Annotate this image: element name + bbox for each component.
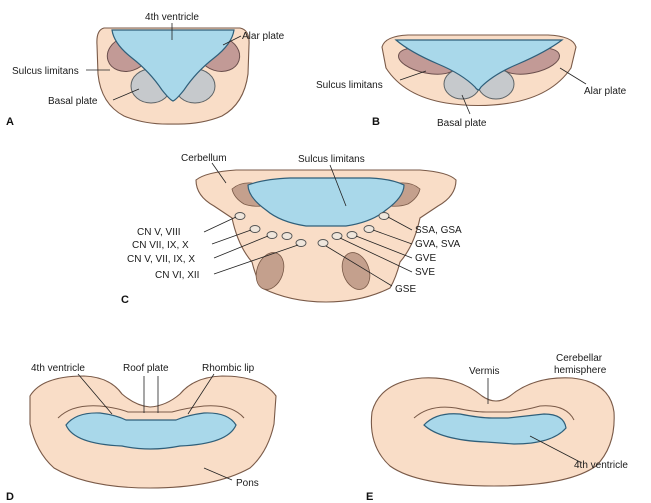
panel-a-sulcus-label: Sulcus limitans (12, 66, 79, 77)
panel-c-gse-label: GSE (395, 284, 416, 295)
panel-c-nucleus-gve-left (267, 232, 277, 239)
panel-c-nucleus-ssa-left (235, 213, 245, 220)
panel-e-letter: E (366, 491, 373, 503)
panel-a: 4th ventricle Alar plate Sulcus limitans… (6, 12, 285, 128)
panel-e-vermis-label: Vermis (469, 366, 500, 377)
panel-e-hemisphere-label-1: Cerebellar (556, 353, 603, 364)
panel-b-sulcus-label: Sulcus limitans (316, 80, 383, 91)
panel-a-alar-label: Alar plate (242, 31, 285, 42)
panel-a-letter: A (6, 116, 14, 128)
panel-c-nucleus-gse-right (318, 240, 328, 247)
panel-c-cn3-label: CN V, VII, IX, X (127, 254, 195, 265)
panel-d-letter: D (6, 491, 14, 503)
panel-c-gva-label: GVA, SVA (415, 239, 461, 250)
panel-c-sulcus-label: Sulcus limitans (298, 154, 365, 165)
panel-e-ventricle-label: 4th ventricle (574, 460, 628, 471)
panel-d: 4th ventricle Roof plate Rhombic lip Pon… (6, 363, 276, 503)
panel-c-sve-label: SVE (415, 267, 435, 278)
panel-a-basal-label: Basal plate (48, 96, 98, 107)
panel-c: Cerbellum Sulcus limitans CN V, VIII CN … (121, 153, 462, 306)
panel-c-nucleus-gva-right (364, 226, 374, 233)
panel-c-nucleus-gva-left (250, 226, 260, 233)
panel-c-cn4-label: CN VI, XII (155, 270, 199, 281)
panel-c-nucleus-ssa-right (379, 213, 389, 220)
panel-c-cerebellum-label: Cerbellum (181, 153, 227, 164)
panel-b: Sulcus limitans Alar plate Basal plate B (316, 35, 627, 129)
panel-c-nucleus-gve-right (347, 232, 357, 239)
panel-e: Vermis Cerebellar hemisphere 4th ventric… (366, 353, 628, 503)
panel-b-letter: B (372, 116, 380, 128)
panel-b-alar-label: Alar plate (584, 86, 627, 97)
panel-c-letter: C (121, 294, 129, 306)
panel-d-ventricle-label: 4th ventricle (31, 363, 85, 374)
panel-b-basal-label: Basal plate (437, 118, 487, 129)
panel-d-pons-label: Pons (236, 478, 259, 489)
panel-c-nucleus-sve-left (282, 233, 292, 240)
panel-c-cn1-label: CN V, VIII (137, 227, 181, 238)
panel-a-ventricle-label: 4th ventricle (145, 12, 199, 23)
panel-d-roof-label: Roof plate (123, 363, 169, 374)
panel-c-ssa-label: SSA, GSA (415, 225, 462, 236)
panel-c-gve-label: GVE (415, 253, 436, 264)
panel-e-hemisphere-label-2: hemisphere (554, 365, 607, 376)
panel-d-rhombic-label: Rhombic lip (202, 363, 255, 374)
panel-c-cn2-label: CN VII, IX, X (132, 240, 189, 251)
